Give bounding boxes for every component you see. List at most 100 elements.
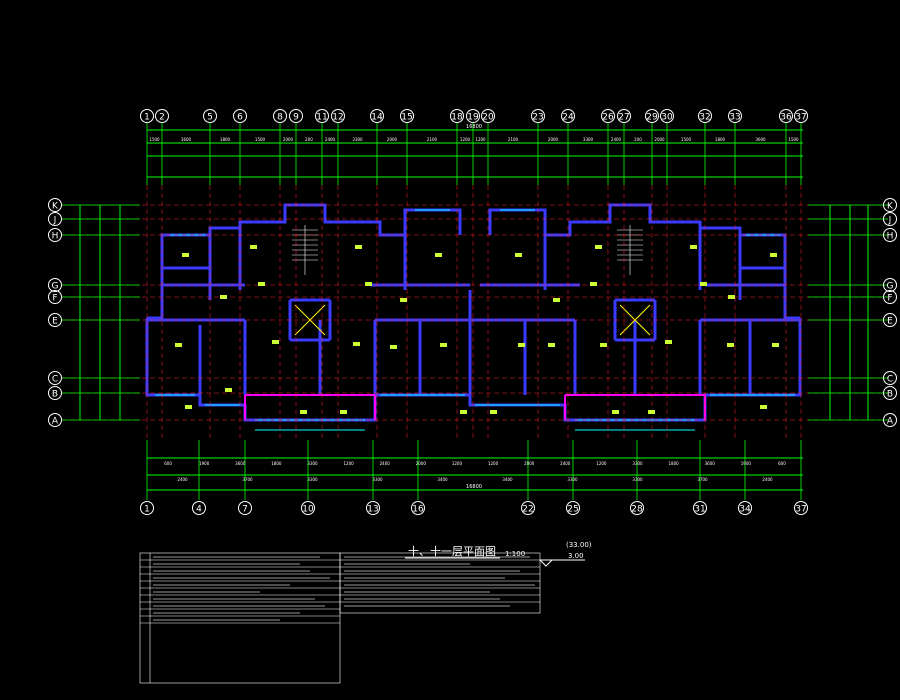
dimension-text: 3300 <box>372 477 383 482</box>
axis-bubble-top: 6 <box>233 109 247 123</box>
axis-bubble-bottom: 7 <box>238 501 252 515</box>
axis-label: E <box>52 317 58 327</box>
axis-bubble-left: K <box>48 198 62 212</box>
axis-label: 33 <box>729 113 740 123</box>
axis-bubble-bottom: 1 <box>140 501 154 515</box>
axis-label: 16 <box>412 505 424 515</box>
axis-bubble-right: C <box>883 371 897 385</box>
dimension-text: 2400 <box>560 461 571 466</box>
axis-label: 7 <box>242 505 248 515</box>
axis-label: J <box>53 216 57 226</box>
room-marker <box>727 343 734 347</box>
axis-label: K <box>52 202 59 212</box>
axis-label: J <box>888 216 892 226</box>
axis-bubble-top: 1 <box>140 109 154 123</box>
dimension-text: 600 <box>164 461 172 466</box>
axis-label: C <box>887 375 893 385</box>
room-marker <box>175 343 182 347</box>
grid-lines <box>62 123 888 500</box>
dimension-text: 2000 <box>416 461 427 466</box>
axis-bubble-bottom: 22 <box>521 501 535 515</box>
axis-label: 6 <box>237 113 243 123</box>
axis-label: E <box>887 317 893 327</box>
axis-label: 4 <box>196 505 202 515</box>
drawing-title: 十、十一层平面图 <box>408 544 496 558</box>
axis-bubble-right: H <box>883 228 897 242</box>
room-marker <box>365 282 372 286</box>
room-marker <box>460 410 467 414</box>
axis-bubble-top: 37 <box>794 109 808 123</box>
dimension-text: 2400 <box>611 137 622 142</box>
room-marker <box>770 253 777 257</box>
axis-bubble-left: G <box>48 278 62 292</box>
dimension-text: 1200 <box>452 461 463 466</box>
room-marker <box>760 405 767 409</box>
dimension-text: 3600 <box>705 461 716 466</box>
dimension-text: 1800 <box>669 461 680 466</box>
axis-label: 34 <box>739 505 751 515</box>
axis-bubble-top: 30 <box>660 109 674 123</box>
dimension-text: 600 <box>778 461 786 466</box>
axis-bubble-right: B <box>883 386 897 400</box>
axis-bubble-right: A <box>883 413 897 427</box>
axis-label: 20 <box>482 113 494 123</box>
room-marker <box>772 343 779 347</box>
axis-label: C <box>52 375 58 385</box>
axis-bubble-bottom: 4 <box>192 501 206 515</box>
dimension-text: 3600 <box>755 137 766 142</box>
dimension-text: 1800 <box>271 461 282 466</box>
dimension-text: 2000 <box>548 137 559 142</box>
room-marker <box>400 298 407 302</box>
axis-bubble-bottom: 10 <box>301 501 315 515</box>
axis-bubble-right: F <box>883 290 897 304</box>
dimension-text: 2000 <box>524 461 535 466</box>
dimension-text: 3300 <box>567 477 578 482</box>
axis-label: 12 <box>332 113 343 123</box>
axis-bubble-bottom: 25 <box>566 501 580 515</box>
drawing-scale: 1:100 <box>505 550 525 558</box>
dimension-text: 2400 <box>325 137 336 142</box>
dimension-text: 2100 <box>508 137 519 142</box>
axis-bubble-top: 27 <box>617 109 631 123</box>
room-marker <box>600 343 607 347</box>
axis-bubble-bottom: 34 <box>738 501 752 515</box>
axis-bubble-left: C <box>48 371 62 385</box>
axis-label: 23 <box>532 113 543 123</box>
dimension-text: 3300 <box>632 477 643 482</box>
axis-bubble-top: 33 <box>728 109 742 123</box>
axis-bubble-bottom: 31 <box>693 501 707 515</box>
room-marker <box>390 345 397 349</box>
room-marker <box>553 298 560 302</box>
building-walls <box>145 203 802 422</box>
axis-label: 32 <box>699 113 710 123</box>
axis-bubble-left: A <box>48 413 62 427</box>
axis-bubble-top: 15 <box>400 109 414 123</box>
room-marker <box>728 295 735 299</box>
axis-label: H <box>887 232 894 242</box>
axis-bubble-right: K <box>883 198 897 212</box>
axis-label: 18 <box>451 113 463 123</box>
axis-bubble-top: 12 <box>331 109 345 123</box>
axis-bubble-top: 2 <box>155 109 169 123</box>
dimension-text: 2400 <box>177 477 188 482</box>
axis-label: F <box>887 294 892 304</box>
balcony-bands <box>244 394 706 420</box>
axis-bubble-bottom: 28 <box>630 501 644 515</box>
dimension-text: 2000 <box>654 137 665 142</box>
room-marker <box>272 340 279 344</box>
room-marker <box>435 253 442 257</box>
room-marker <box>515 253 522 257</box>
axis-label: 8 <box>277 113 283 123</box>
dimension-text: 3300 <box>583 137 594 142</box>
dimension-text: 3300 <box>352 137 363 142</box>
axis-bubble-left: H <box>48 228 62 242</box>
dimension-text: 2100 <box>427 137 438 142</box>
axis-label: 1 <box>144 505 150 515</box>
room-marker <box>250 245 257 249</box>
dimension-text: 1900 <box>199 461 210 466</box>
axis-bubble-top: 23 <box>531 109 545 123</box>
axis-label: 31 <box>694 505 705 515</box>
room-marker <box>258 282 265 286</box>
